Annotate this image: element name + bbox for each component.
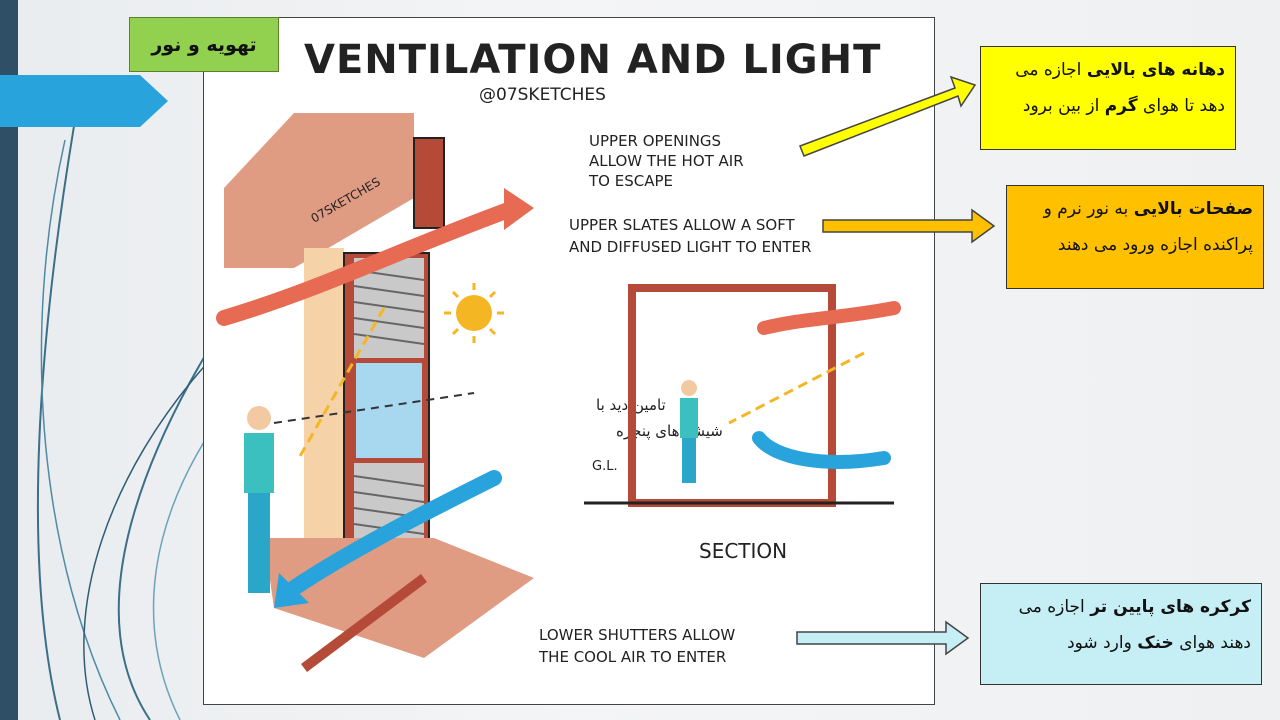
label-lower-shutters-2: THE COOL AIR TO ENTER: [538, 648, 726, 666]
callout-2-bold-1: صفحات بالایی: [1133, 199, 1253, 219]
cool-air-arrowhead: [274, 573, 309, 608]
person-pants: [248, 493, 270, 593]
callout-upper-openings: دهانه های بالایی اجازه می دهد تا هوای گر…: [980, 46, 1236, 150]
slide-title-badge: تهویه و نور: [129, 17, 279, 72]
section-light-beam: [728, 351, 865, 425]
section-arrow-tab: [0, 75, 168, 127]
callout-3-text-2: وارد شود: [1067, 632, 1138, 653]
floor-edge: [301, 574, 427, 672]
callout-3-text-1: اجازه می دهند هوای: [1018, 597, 1251, 653]
person-head: [247, 406, 271, 430]
person-shirt: [244, 433, 274, 493]
callout-2-text-1: به نور نرم و پراکنده اجازه ورود می دهند: [1043, 199, 1253, 255]
hot-air-arrowhead: [504, 188, 534, 230]
label-upper-openings-2: ALLOW THE HOT AIR: [589, 152, 744, 170]
section-hot-air: [757, 301, 901, 335]
label-lower-shutters-1: LOWER SHUTTERS ALLOW: [539, 626, 735, 644]
sketch-handle: @07SKETCHES: [479, 85, 606, 105]
cool-air-arrow: [286, 470, 502, 596]
light-beam: [297, 307, 386, 459]
callout-3-bold-1: کرکره های پایین تر: [1090, 597, 1251, 617]
view-line: [273, 392, 475, 424]
section-person-pants: [682, 438, 696, 483]
callout-3-bold-2: خنک: [1137, 632, 1174, 653]
callout-lower-shutters: کرکره های پایین تر اجازه می دهند هوای خن…: [980, 583, 1262, 685]
callout-1-bold-1: دهانه های بالایی: [1086, 60, 1225, 80]
label-gl: G.L.: [592, 459, 618, 474]
roof-overhang: [224, 113, 414, 268]
section-cool-air: [752, 431, 891, 469]
ventilation-sketch-image: VENTILATION AND LIGHT @07SKETCHES 07SKET…: [203, 17, 935, 705]
label-upper-slates-2: AND DIFFUSED LIGHT TO ENTER: [569, 238, 811, 256]
section-person-shirt: [680, 398, 698, 438]
section-person-head: [681, 380, 697, 396]
callout-upper-slates: صفحات بالایی به نور نرم و پراکنده اجازه …: [1006, 185, 1264, 289]
hot-air-arrow: [216, 200, 522, 326]
label-upper-slates-1: UPPER SLATES ALLOW A SOFT: [569, 216, 796, 234]
label-upper-openings-3: TO ESCAPE: [588, 172, 673, 190]
roof-beam: [413, 137, 445, 229]
window-glass: [356, 363, 422, 458]
sketch-heading: VENTILATION AND LIGHT: [304, 37, 881, 83]
label-section: SECTION: [699, 539, 787, 563]
callout-1-text-1: اجازه می دهد تا هوای: [1015, 60, 1225, 116]
left-accent-bar: [0, 0, 18, 720]
label-upper-openings-1: UPPER OPENINGS: [589, 132, 721, 150]
callout-1-text-2: از بین برود: [1022, 95, 1105, 116]
callout-1-bold-2: گرم: [1104, 95, 1138, 116]
sun-rays: [444, 283, 504, 343]
sun-icon: [456, 295, 492, 331]
